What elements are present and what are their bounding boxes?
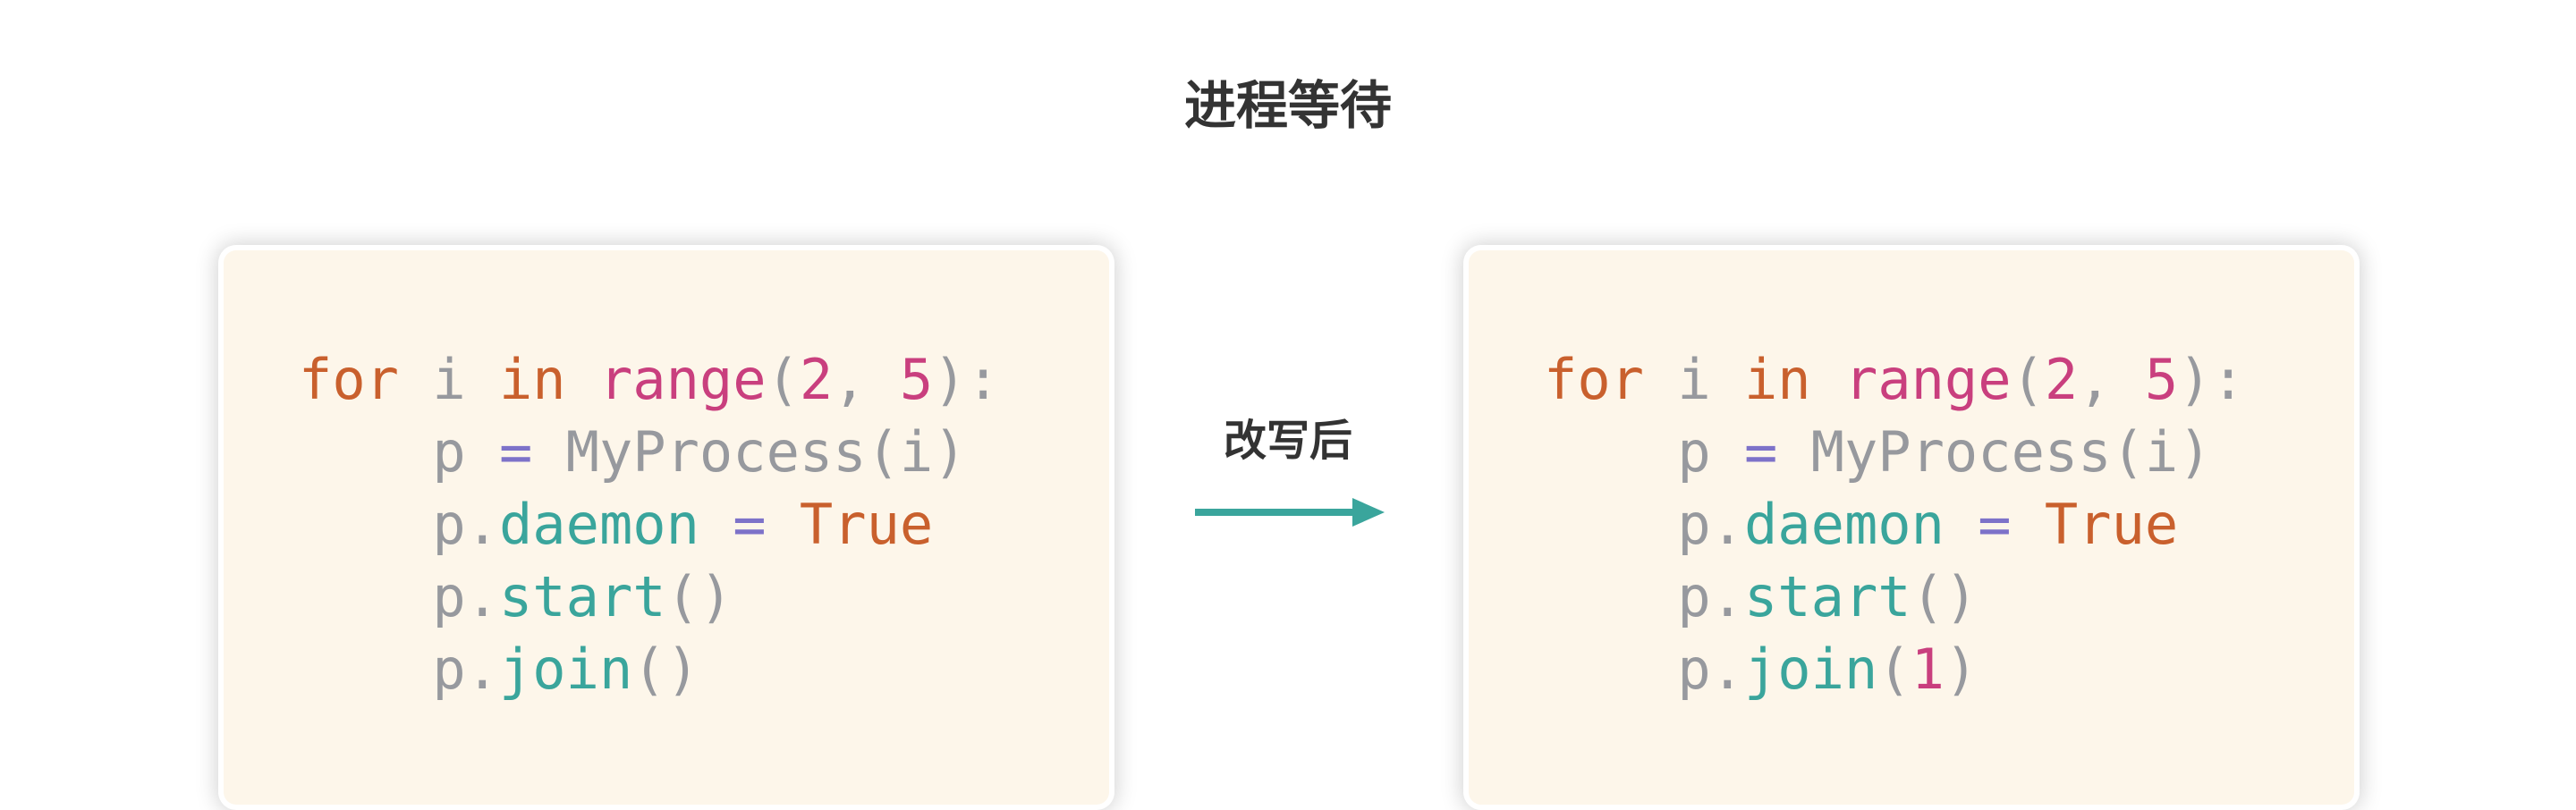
method-join: join <box>498 637 633 702</box>
paren-open: ( <box>1877 637 1911 702</box>
object-p: p. <box>432 492 499 557</box>
page-title: 进程等待 <box>1183 75 1392 136</box>
operator-assign: = <box>498 419 533 485</box>
paren-open: ( <box>766 347 800 412</box>
method-join: join <box>1743 637 1878 702</box>
code-line-5: p.join(1) <box>1544 633 2245 705</box>
code-line-4: p.start() <box>299 561 1000 633</box>
code-block-original: for i in range(2, 5): p = MyProcess(i) p… <box>299 343 1000 705</box>
variable-p: p <box>1677 419 1711 485</box>
call-parens: () <box>632 637 699 702</box>
attribute-daemon: daemon <box>1743 492 1945 557</box>
number-stop: 5 <box>899 347 934 412</box>
paren-close-colon: ): <box>2178 347 2245 412</box>
number-start: 2 <box>2044 347 2079 412</box>
operator-assign: = <box>733 492 767 557</box>
number-timeout: 1 <box>1911 637 1945 702</box>
object-p: p. <box>432 564 499 629</box>
code-line-3: p.daemon = True <box>299 488 1000 561</box>
right-arrow-icon <box>1195 498 1385 527</box>
number-stop: 5 <box>2144 347 2179 412</box>
code-line-1: for i in range(2, 5): <box>299 343 1000 416</box>
keyword-in: in <box>498 347 566 412</box>
paren-open: ( <box>2011 347 2045 412</box>
variable-p: p <box>432 419 466 485</box>
code-line-4: p.start() <box>1544 561 2245 633</box>
operator-assign: = <box>1978 492 2012 557</box>
paren-close-colon: ): <box>933 347 1000 412</box>
operator-assign: = <box>1743 419 1778 485</box>
code-line-2: p = MyProcess(i) <box>1544 416 2245 488</box>
method-start: start <box>1743 564 1911 629</box>
call-parens: () <box>665 564 733 629</box>
arrow-label: 改写后 <box>1223 416 1352 466</box>
paren-close: ) <box>1944 637 1979 702</box>
variable-i: i <box>432 347 466 412</box>
code-panel-original: for i in range(2, 5): p = MyProcess(i) p… <box>224 250 1109 805</box>
object-p: p. <box>1677 492 1744 557</box>
keyword-in: in <box>1743 347 1811 412</box>
comma: , <box>2078 347 2112 412</box>
object-p: p. <box>1677 637 1744 702</box>
call-parens: () <box>1911 564 1979 629</box>
code-line-3: p.daemon = True <box>1544 488 2245 561</box>
object-p: p. <box>1677 564 1744 629</box>
keyword-for: for <box>1544 347 1644 412</box>
value-true: True <box>2044 492 2179 557</box>
code-block-rewritten: for i in range(2, 5): p = MyProcess(i) p… <box>1544 343 2245 705</box>
class-call: MyProcess(i) <box>1810 419 2212 485</box>
comma: , <box>833 347 867 412</box>
attribute-daemon: daemon <box>498 492 699 557</box>
variable-i: i <box>1677 347 1711 412</box>
value-true: True <box>799 492 934 557</box>
number-start: 2 <box>799 347 834 412</box>
code-line-2: p = MyProcess(i) <box>299 416 1000 488</box>
code-line-1: for i in range(2, 5): <box>1544 343 2245 416</box>
keyword-for: for <box>299 347 399 412</box>
class-call: MyProcess(i) <box>565 419 967 485</box>
code-panel-rewritten: for i in range(2, 5): p = MyProcess(i) p… <box>1469 250 2354 805</box>
method-start: start <box>498 564 666 629</box>
function-range: range <box>598 347 767 412</box>
code-line-5: p.join() <box>299 633 1000 705</box>
function-range: range <box>1843 347 2012 412</box>
object-p: p. <box>432 637 499 702</box>
